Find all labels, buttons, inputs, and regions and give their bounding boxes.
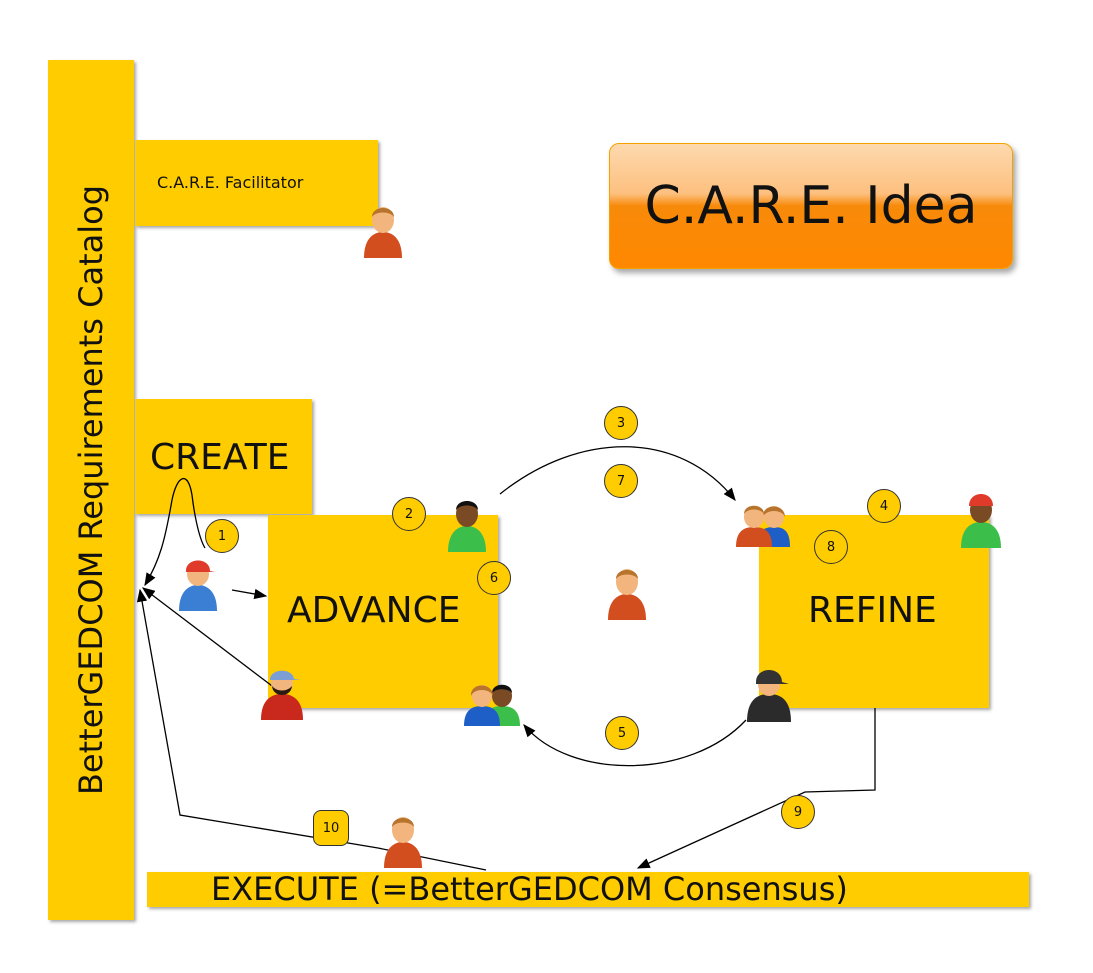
step-badge-1: 1 [205,519,239,553]
step-badge-6: 6 [477,561,511,595]
care-idea-banner: C.A.R.E. Idea [609,143,1013,269]
create-label: CREATE [150,437,290,478]
create-to-catalog-arrow [144,478,206,587]
requirements-catalog-bar [48,60,134,920]
creator-to-advance-arrow [231,588,268,600]
facilitator-person-icon [364,207,402,258]
refine-label: REFINE [808,590,937,631]
care-idea-label: C.A.R.E. Idea [644,176,978,236]
step-badge-5: 5 [605,716,639,750]
refine-to-advance-arrow [523,719,747,767]
step-badge-8: 8 [814,530,848,564]
facilitator-label: C.A.R.E. Facilitator [157,173,304,192]
execute-label: EXECUTE (=BetterGEDCOM Consensus) [211,870,848,908]
bearded-person-icon [261,670,303,720]
facilitator-box [135,140,378,226]
advance-top-person-icon [448,501,486,552]
creator-person-icon [179,560,217,611]
execute-to-catalog-arrow [136,588,487,871]
step-badge-4: 4 [867,489,901,523]
advance-group-icon [464,684,520,726]
step-badge-9: 9 [781,795,815,829]
execute-bar [147,872,1029,907]
create-box [135,399,312,514]
step-badge-10: 10 [313,810,349,846]
advance-to-refine-arrow [499,446,736,502]
advance-to-catalog-arrow [141,587,281,693]
refine-group-icon [736,505,790,547]
refine-box [759,515,989,708]
refine-top-person-icon [961,494,1001,548]
execute-person-icon [384,817,422,868]
advance-label: ADVANCE [287,590,461,631]
hooded-person-icon [747,670,791,722]
step-badge-2: 2 [392,497,426,531]
step-badge-3: 3 [604,406,638,440]
step-badge-7: 7 [604,464,638,498]
center-person-icon [608,569,646,620]
refine-to-execute-arrow [636,708,876,869]
